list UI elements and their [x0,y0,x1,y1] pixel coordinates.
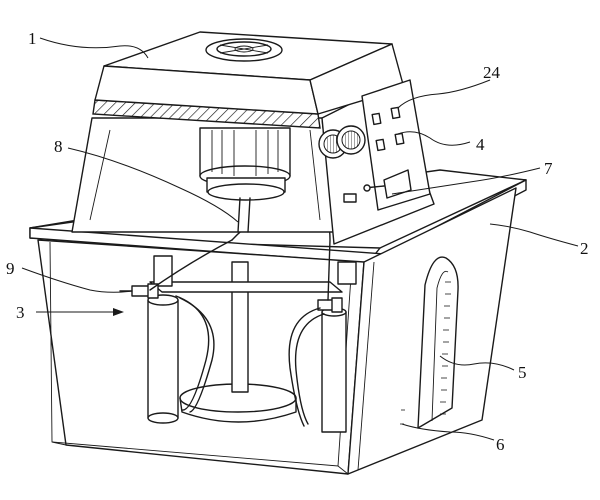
callout-3: 3 [16,303,25,322]
top-vent-icon [205,38,283,62]
level-window [400,256,459,429]
callout-6: 6 [496,435,505,454]
callout-8: 8 [54,137,63,156]
right-cylinder [321,311,347,433]
callout-4: 4 [476,135,485,154]
left-cylinder [147,299,179,419]
internal-assembly [119,199,357,433]
level-scale [400,281,451,425]
central-shaft [231,261,249,393]
tank-front-wall [37,239,365,475]
leader-lines [21,37,579,441]
callout-24: 24 [483,63,501,82]
mounting-plate [149,281,343,293]
right-valve [317,297,343,313]
right-hose [288,307,321,427]
top-housing [71,31,435,245]
callout-2: 2 [580,239,589,258]
callout-5: 5 [518,363,527,382]
callout-7: 7 [544,159,553,178]
control-panel [343,79,431,211]
sight-window [417,256,459,429]
cooling-fan-icon [318,125,366,159]
callout-1: 1 [28,29,37,48]
motor [199,127,291,233]
callout-9: 9 [6,259,15,278]
